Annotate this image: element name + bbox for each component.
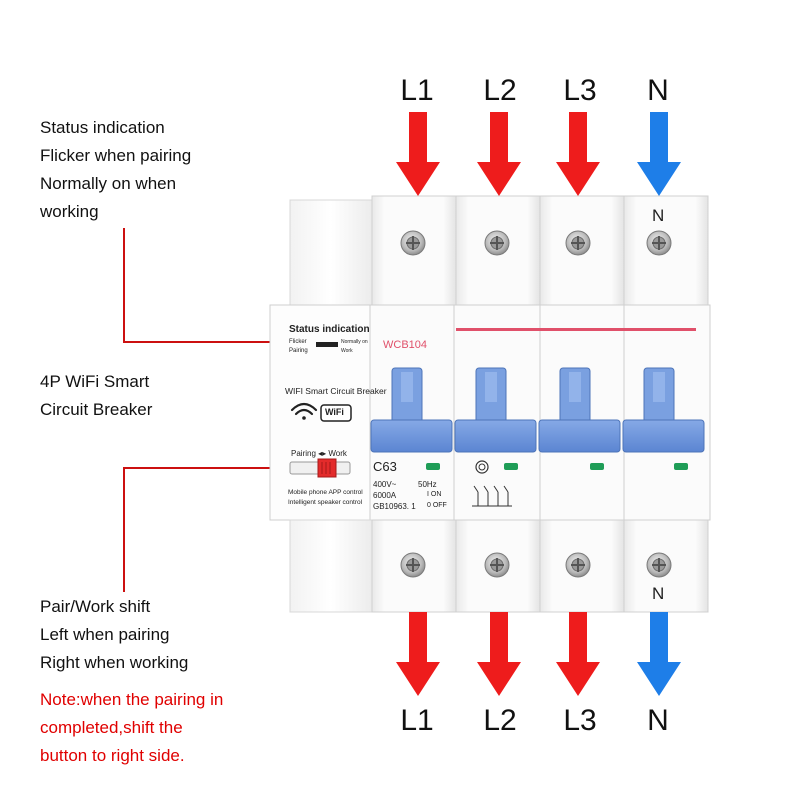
panel-normally-on-label: Normally on [341,339,368,345]
phase-label-bottom-n: N [647,704,669,737]
arrow-bottom-l2 [477,612,521,696]
phase-label-bottom-l1: L1 [400,704,434,737]
toggle-l3 [538,367,621,453]
neutral-terminal-label-top: N [652,206,665,225]
screw-top-l3-icon [565,230,591,256]
toggle-l1 [370,367,453,453]
breaker-on-label: I ON [427,491,442,498]
screw-bottom-l2-icon [484,552,510,578]
toggle-n [622,367,705,453]
arrow-top-l2 [477,112,521,196]
status-led-indicator [316,342,338,347]
green-indicators [426,463,688,470]
arrow-top-l1 [396,112,440,196]
screw-top-n-icon [646,230,672,256]
arrow-bottom-l3 [556,612,600,696]
wifi-badge-frame [320,404,352,422]
neutral-terminal-label-bottom: N [652,584,665,603]
status-callout: Status indication Flicker when pairing N… [40,114,191,226]
pair-work-slide-switch[interactable] [289,458,351,478]
pairing-note-line-2: completed,shift the [40,718,183,737]
pair-callout-line-3: Right when working [40,653,189,672]
panel-pairing-label: Pairing [289,348,308,354]
arrow-bottom-n [637,612,681,696]
terminal-screws [400,230,672,578]
pair-callout-line [123,467,316,592]
breaker-capacity: 6000A [373,491,397,500]
pole-schematic-marks [472,485,512,507]
screw-bottom-n-icon [646,552,672,578]
screw-top-l1-icon [400,230,426,256]
arrow-top-n [637,112,681,196]
breaker-voltage: 400V~ [373,480,397,489]
product-callout: 4P WiFi Smart Circuit Breaker [40,368,152,424]
ccc-cert-mark [475,460,489,474]
product-callout-line-1: 4P WiFi Smart [40,372,150,391]
panel-flicker-label: Flicker [289,339,307,345]
toggle-l2 [454,367,537,453]
pair-callout-line-1: Pair/Work shift [40,597,151,616]
arrow-top-l3 [556,112,600,196]
panel-work-label: Work [341,348,353,354]
breaker-off-label: 0 OFF [427,502,447,509]
panel-wifi-badge-text: WiFi [325,407,344,417]
breaker-rating: C63 [373,459,397,474]
phase-label-top-l1: L1 [400,74,434,107]
pair-callout: Pair/Work shift Left when pairing Right … [40,593,188,677]
breaker-front-panel [269,304,711,521]
pairing-note-line-1: Note:when the pairing in [40,690,224,709]
breaker-frequency: 50Hz [418,480,437,489]
phase-label-top-l2: L2 [483,74,517,107]
screw-bottom-l1-icon [400,552,426,578]
phase-label-bottom-l2: L2 [483,704,517,737]
arrow-bottom-l1 [396,612,440,696]
panel-speaker-control: Intelligent speaker control [288,499,363,506]
panel-product-name: WIFI Smart Circuit Breaker [285,386,387,396]
phase-label-top-n: N [647,74,669,107]
toggle-handles[interactable] [370,367,705,453]
breaker-model: WCB104 [383,339,428,351]
product-callout-line-2: Circuit Breaker [40,400,153,419]
pair-callout-line-2: Left when pairing [40,625,170,644]
wifi-icon [290,402,318,420]
status-callout-line [123,228,290,343]
screw-top-l2-icon [484,230,510,256]
status-callout-line-2: Flicker when pairing [40,146,192,165]
breaker-standard: GB10963. 1 [373,502,416,511]
phase-label-top-l3: L3 [563,74,597,107]
status-callout-line-3: Normally on when [40,174,177,193]
panel-app-control: Mobile phone APP control [288,489,363,496]
pairing-note-line-3: button to right side. [40,746,185,765]
red-stripe [456,328,696,331]
panel-pair-work-label: Pairing ◂▸ Work [291,449,347,458]
panel-status-title: Status indication [289,324,370,335]
phase-arrows [396,112,681,696]
status-callout-line-1: Status indication [40,118,165,137]
pairing-note: Note:when the pairing in completed,shift… [40,686,223,770]
status-callout-line-4: working [40,202,99,221]
screw-bottom-l3-icon [565,552,591,578]
phase-label-bottom-l3: L3 [563,704,597,737]
